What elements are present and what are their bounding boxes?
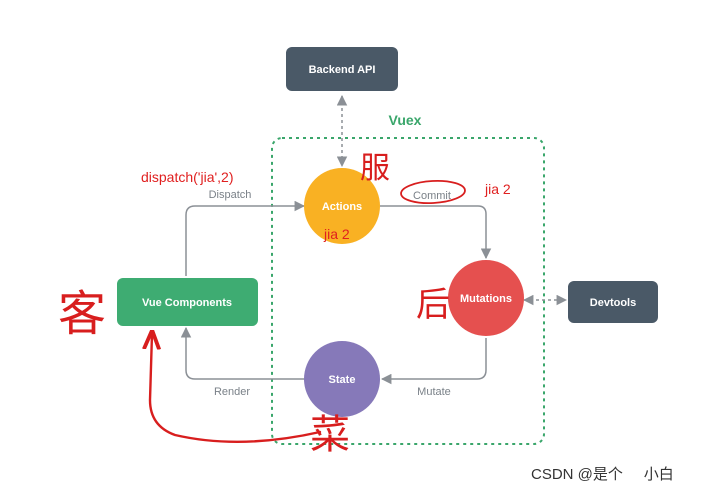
node-backend-api: Backend API — [286, 47, 398, 91]
annotation-actions-payload: jia 2 — [323, 226, 350, 242]
edge-label-commit: Commit — [413, 190, 451, 202]
svg-text:Devtools: Devtools — [590, 297, 636, 309]
svg-text:State: State — [329, 374, 356, 386]
edge-mutate — [380, 338, 487, 385]
svg-text:Vue Components: Vue Components — [142, 297, 232, 309]
edges — [180, 94, 568, 385]
vuex-container — [271, 137, 545, 445]
edge-label-mutate: Mutate — [417, 386, 451, 398]
annotation-dispatch-call: dispatch('jia',2) — [141, 169, 234, 185]
edge-label-render: Render — [214, 386, 250, 398]
red-return-arrow — [150, 334, 322, 444]
node-devtools: Devtools — [568, 281, 658, 323]
node-mutations: Mutations — [448, 260, 524, 336]
svg-text:Backend API: Backend API — [309, 64, 376, 76]
node-actions: Actions — [304, 168, 380, 244]
node-state: State — [304, 341, 380, 417]
commit-circle-scribble — [400, 179, 466, 205]
annotation-char-waiter: 服 — [360, 152, 390, 185]
edge-label-dispatch: Dispatch — [209, 189, 252, 201]
svg-text:Actions: Actions — [322, 201, 362, 213]
edge-commit — [380, 205, 492, 260]
annotation-char-dish: 菜 — [310, 413, 350, 457]
vuex-label: Vuex — [389, 112, 422, 128]
edge-render — [180, 326, 304, 380]
annotation-char-customer: 客 — [58, 288, 106, 341]
annotation-commit-payload: jia 2 — [484, 181, 511, 197]
annotation-char-kitchen: 后 — [416, 286, 450, 324]
watermark: CSDN @是个 小白 — [531, 466, 674, 483]
node-vue-components: Vue Components — [117, 278, 258, 326]
svg-text:Mutations: Mutations — [460, 293, 512, 305]
edge-dispatch — [185, 200, 306, 276]
